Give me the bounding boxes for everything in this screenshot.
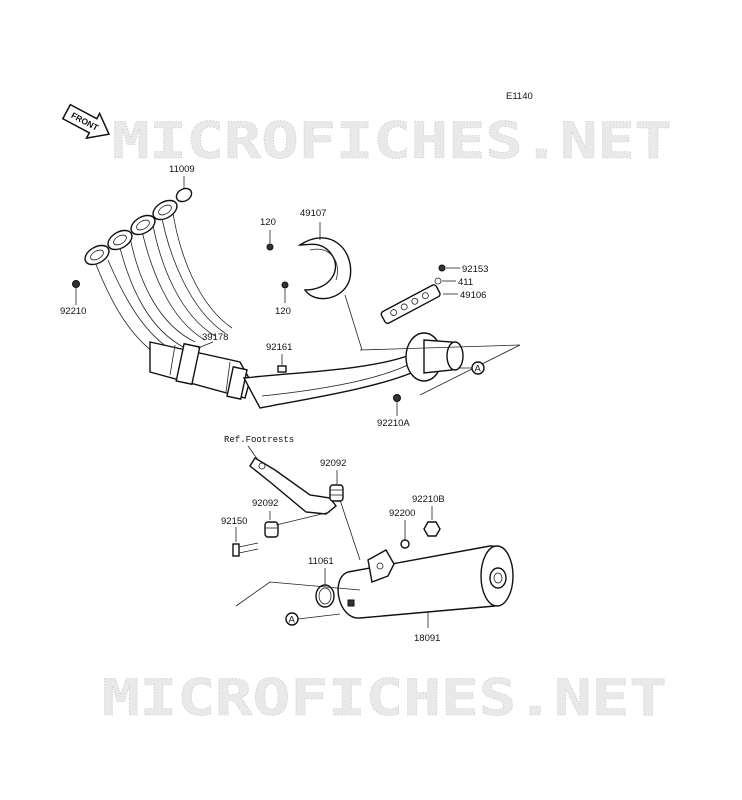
part-label-92200: 92200 — [389, 508, 415, 519]
bolt-icon — [232, 542, 259, 557]
watermark-bottom: MICROFICHES.NET — [102, 669, 667, 727]
footrest-bracket-icon — [249, 457, 337, 515]
ref-marker-a-lower — [285, 612, 299, 626]
nut-icon — [72, 280, 80, 288]
part-label-39178: 39178 — [202, 332, 228, 343]
bolt-icon — [266, 243, 274, 251]
part-label-92153: 92153 — [462, 264, 488, 275]
part-label-411: 411 — [458, 277, 473, 288]
diagram-code: E1140 — [506, 91, 533, 102]
part-label-11009: 11009 — [169, 164, 195, 175]
part-label-49106: 49106 — [460, 290, 486, 301]
part-label-11061: 11061 — [308, 556, 334, 567]
rubber-mount-icon — [264, 521, 279, 538]
part-label-92092-lower: 92092 — [252, 498, 278, 509]
rubber-mount-icon — [329, 484, 344, 502]
header-pipes — [84, 199, 464, 409]
part-label-92150: 92150 — [221, 516, 247, 527]
exhaust-port-flange — [84, 199, 178, 266]
part-label-18091: 18091 — [414, 633, 440, 644]
washer-icon — [434, 277, 442, 285]
washer-icon — [400, 539, 410, 549]
watermark-top: MICROFICHES.NET — [112, 112, 672, 170]
plug-icon — [277, 365, 287, 373]
part-label-92161: 92161 — [266, 342, 292, 353]
bolt-icon — [281, 281, 289, 289]
part-label-92210A: 92210A — [377, 418, 410, 429]
ref-marker-label: A — [475, 364, 482, 375]
muffler-icon — [337, 545, 514, 619]
part-label-120-bottom: 120 — [275, 306, 291, 317]
bolt-icon — [438, 264, 446, 272]
nut-icon — [393, 394, 401, 402]
ref-marker-label: A — [289, 615, 296, 626]
heat-shield-icon — [297, 237, 352, 300]
ref-footrests-label: Ref.Footrests — [224, 435, 294, 445]
part-label-120-top: 120 — [260, 217, 276, 228]
part-label-92092-upper: 92092 — [320, 458, 346, 469]
ref-marker-a-upper — [471, 361, 485, 375]
bracket-icon — [380, 284, 441, 325]
part-label-92210B: 92210B — [412, 494, 445, 505]
part-label-49107: 49107 — [300, 208, 326, 219]
gasket-icon — [175, 187, 193, 203]
nut-icon — [423, 521, 441, 537]
front-arrow-icon: FRONT — [61, 103, 111, 140]
part-label-92210: 92210 — [60, 306, 86, 317]
